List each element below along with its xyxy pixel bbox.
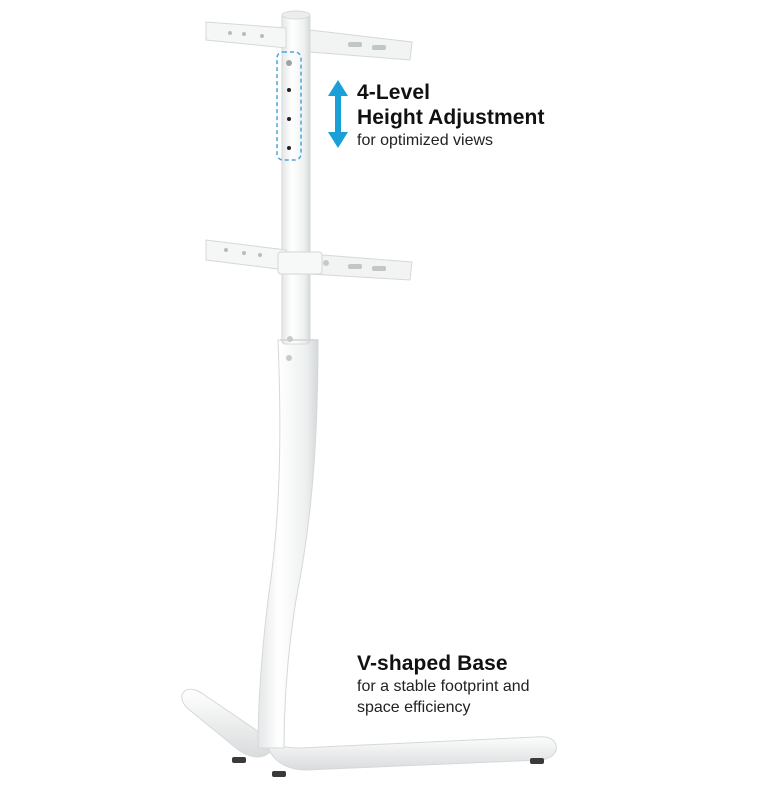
base-foot-left — [232, 757, 246, 763]
v-shaped-base — [181, 688, 557, 777]
height-callout-title-line1: 4-Level — [357, 81, 431, 104]
pole-screw — [287, 336, 293, 342]
pole-screw — [286, 355, 292, 361]
base-callout: V-shaped Base for a stable footprint and… — [357, 651, 530, 718]
height-adjustment-callout: 4-Level Height Adjustment for optimized … — [357, 80, 545, 151]
double-vertical-arrow-icon — [328, 80, 348, 148]
base-foot-back — [272, 771, 286, 777]
height-callout-title-line2: Height Adjustment — [357, 106, 545, 129]
base-callout-title: V-shaped Base — [357, 652, 508, 675]
height-adjustment-holes — [276, 51, 302, 161]
upper-mounting-bracket — [205, 21, 413, 61]
lower-mounting-bracket — [205, 239, 413, 281]
height-callout-subtitle: for optimized views — [357, 132, 494, 149]
base-foot-right — [530, 758, 544, 764]
base-callout-subtitle-line2: space efficiency — [357, 699, 471, 716]
base-callout-subtitle-line1: for a stable footprint and — [357, 678, 530, 695]
lower-pole — [257, 339, 319, 749]
